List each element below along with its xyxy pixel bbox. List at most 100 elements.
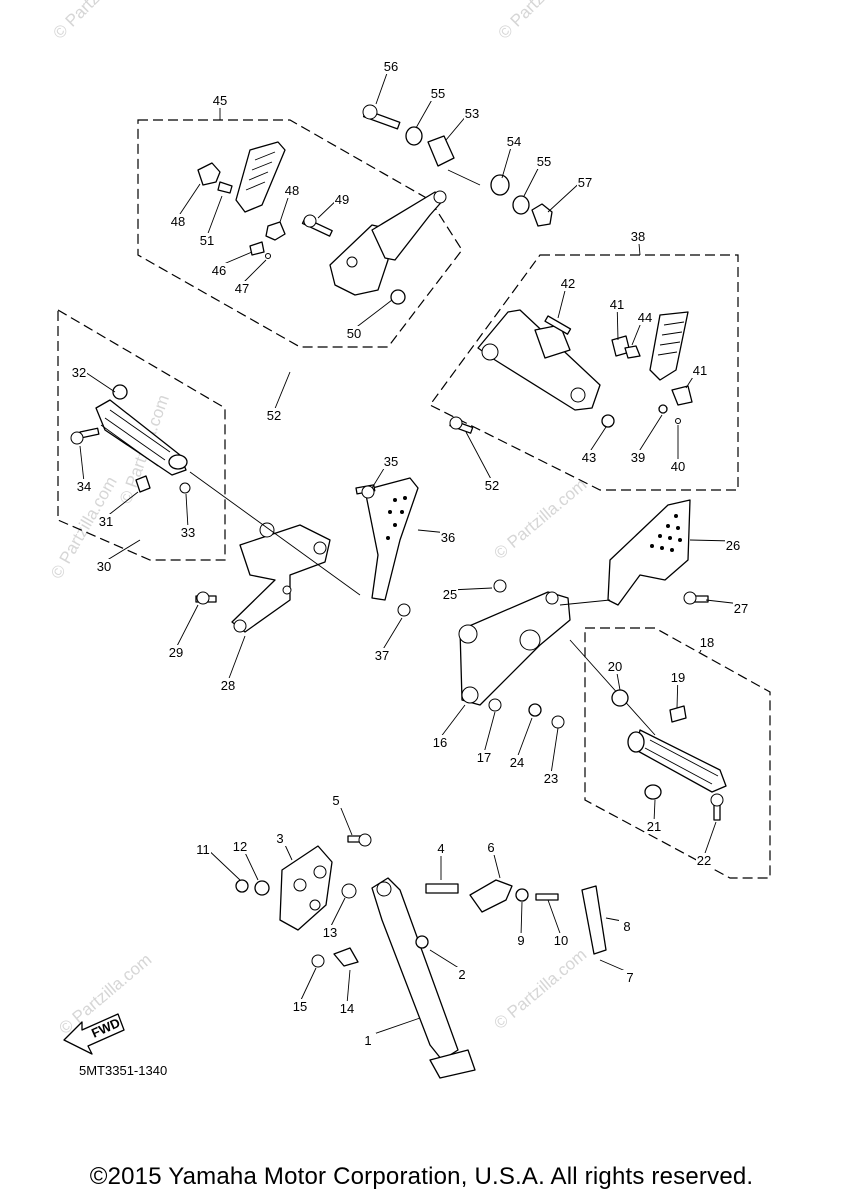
callout-52: 52 xyxy=(485,478,499,493)
footrest-assembly-18 xyxy=(611,689,727,821)
callout-bg-3 xyxy=(272,831,288,846)
callout-leader-52 xyxy=(465,431,493,482)
watermark-text: © Partzilla.com xyxy=(49,0,143,43)
callout-bg-52 xyxy=(266,408,282,423)
callout-56: 56 xyxy=(384,59,398,74)
callout-leader-1 xyxy=(367,1017,421,1037)
callout-3: 3 xyxy=(276,831,283,846)
callout-bg-15 xyxy=(292,999,308,1014)
callout-27: 27 xyxy=(734,601,748,616)
callout-bg-27 xyxy=(733,601,749,616)
callout-leader-37 xyxy=(381,617,403,652)
callout-bg-33 xyxy=(180,525,196,540)
callout-8: 8 xyxy=(623,919,630,934)
callout-bg-6 xyxy=(483,840,499,855)
callout-21: 21 xyxy=(647,819,661,834)
callout-bg-19 xyxy=(670,670,686,685)
callout-55: 55 xyxy=(537,154,551,169)
callout-bg-46 xyxy=(211,263,227,278)
callout-16: 16 xyxy=(433,735,447,750)
group-outline-18 xyxy=(584,627,771,879)
callout-leader-51 xyxy=(206,195,223,237)
callout-leader-24 xyxy=(516,717,533,759)
callout-bg-11 xyxy=(195,842,211,857)
group-outline-38 xyxy=(429,254,739,491)
callout-leader-21 xyxy=(653,799,656,823)
callout-13: 13 xyxy=(323,925,337,940)
callout-24: 24 xyxy=(510,755,524,770)
callout-leader-43 xyxy=(588,426,607,454)
callout-leader-14 xyxy=(346,969,351,1005)
callout-bg-31 xyxy=(98,514,114,529)
callout-bg-45 xyxy=(212,93,228,108)
callout-leader-15 xyxy=(299,967,317,1003)
footrest-bracket-28 xyxy=(189,471,419,633)
watermark-text: © Partzilla.com xyxy=(490,945,590,1033)
callout-bg-29 xyxy=(168,645,184,660)
callout-39: 39 xyxy=(631,450,645,465)
callout-bg-23 xyxy=(543,771,559,786)
callout-bg-38 xyxy=(630,229,646,244)
callout-leader-34 xyxy=(79,445,85,483)
callout-bg-48 xyxy=(284,183,300,198)
callout-32: 32 xyxy=(72,365,86,380)
callout-bg-12 xyxy=(232,839,248,854)
footrest-assembly-30 xyxy=(70,384,191,494)
callout-leader-23 xyxy=(550,727,559,775)
callout-bg-22 xyxy=(696,853,712,868)
callout-bg-7 xyxy=(622,970,638,985)
callout-25: 25 xyxy=(443,587,457,602)
callout-bg-28 xyxy=(220,678,236,693)
callout-leader-47 xyxy=(241,259,267,285)
callout-bg-34 xyxy=(76,479,92,494)
callout-leader-39 xyxy=(637,414,663,454)
callout-23: 23 xyxy=(544,771,558,786)
callout-bg-54 xyxy=(506,134,522,149)
callout-52: 52 xyxy=(267,408,281,423)
callout-26: 26 xyxy=(726,538,740,553)
callout-bg-32 xyxy=(71,365,87,380)
callout-11: 11 xyxy=(196,842,210,857)
callout-51: 51 xyxy=(200,233,214,248)
callout-19: 19 xyxy=(671,670,685,685)
diagram-reference-code: 5MT3351-1340 xyxy=(79,1063,168,1078)
callout-48: 48 xyxy=(171,214,185,229)
callout-bg-48 xyxy=(170,214,186,229)
callout-bg-21 xyxy=(646,819,662,834)
callout-30: 30 xyxy=(97,559,111,574)
callout-bg-47 xyxy=(234,281,250,296)
callout-bg-50 xyxy=(346,326,362,341)
callout-bg-44 xyxy=(637,310,653,325)
callout-leader-33 xyxy=(185,493,189,529)
pivot-hardware-53-57 xyxy=(362,104,553,227)
callout-bg-1 xyxy=(360,1033,376,1048)
callout-bg-41 xyxy=(609,297,625,312)
callout-leader-16 xyxy=(439,704,466,739)
callout-10: 10 xyxy=(554,933,568,948)
callout-leader-48 xyxy=(177,183,201,218)
callout-34: 34 xyxy=(77,479,91,494)
callout-31: 31 xyxy=(99,514,113,529)
callout-leader-31 xyxy=(105,491,139,518)
callout-1: 1 xyxy=(364,1033,371,1048)
callout-57: 57 xyxy=(578,175,592,190)
callout-bg-36 xyxy=(440,530,456,545)
side-stand-assembly xyxy=(235,833,607,1079)
rider-footrest-bracket-45 xyxy=(197,141,447,305)
callout-bg-5 xyxy=(328,793,344,808)
callout-bg-57 xyxy=(577,175,593,190)
callout-bg-20 xyxy=(607,659,623,674)
callout-bg-13 xyxy=(322,925,338,940)
callout-bg-37 xyxy=(374,648,390,663)
callout-bg-10 xyxy=(553,933,569,948)
callout-leader-2 xyxy=(429,949,463,971)
callout-bg-35 xyxy=(383,454,399,469)
callout-bg-8 xyxy=(619,919,635,934)
callout-14: 14 xyxy=(340,1001,354,1016)
callout-bg-24 xyxy=(509,755,525,770)
callout-7: 7 xyxy=(626,970,633,985)
callout-50: 50 xyxy=(347,326,361,341)
callout-bg-51 xyxy=(199,233,215,248)
callout-bg-56 xyxy=(383,59,399,74)
